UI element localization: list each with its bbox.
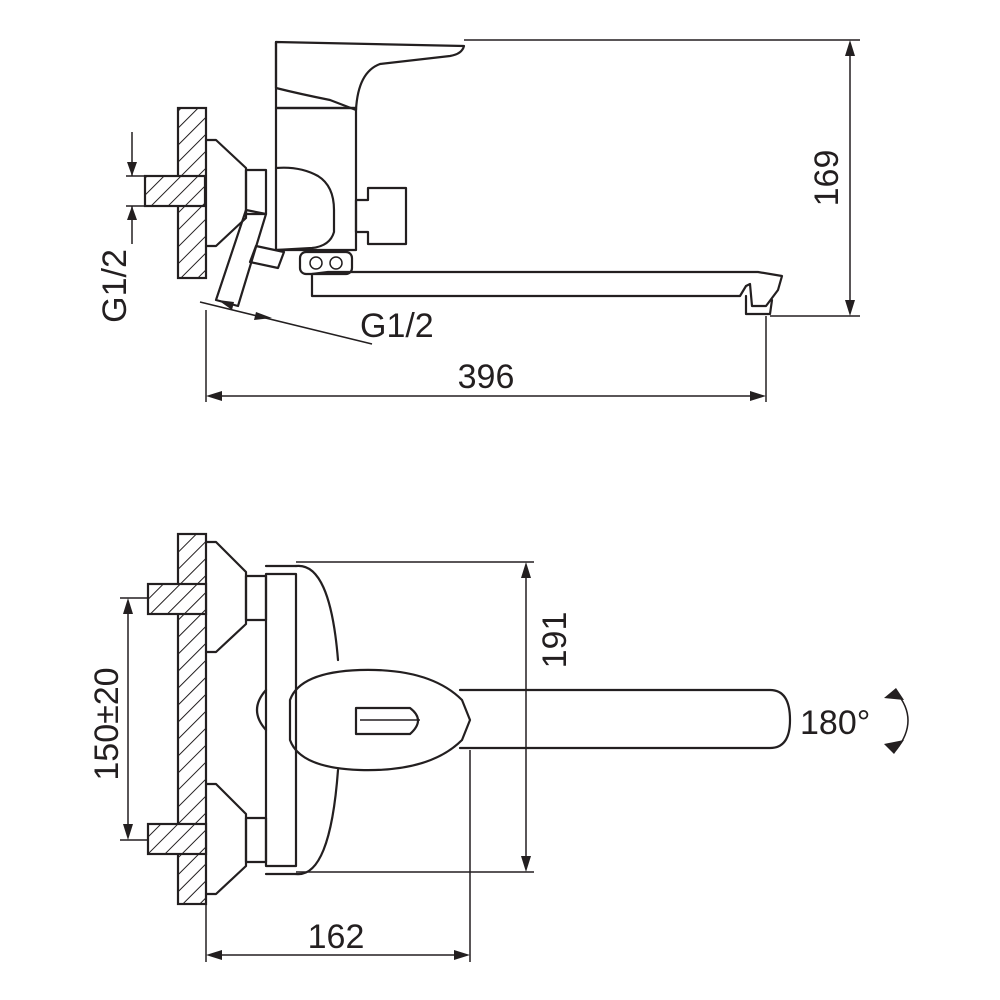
- top-mixer-body: [264, 572, 298, 868]
- thread-outlet-label: G1/2: [360, 307, 434, 345]
- side-mixer-body: [274, 106, 358, 252]
- side-body-cheek: [274, 166, 336, 252]
- side-view: 169 396 G1/2 G1/2: [96, 39, 860, 402]
- side-connector-nut: [244, 168, 268, 216]
- side-spout-collar: [298, 250, 354, 276]
- top-spout: [458, 688, 792, 750]
- dim-length-396: 396: [458, 358, 515, 396]
- top-body-outline: [294, 564, 340, 876]
- side-diverter-knob: [354, 186, 408, 246]
- top-body-wing: [255, 564, 298, 876]
- dim-depth-191: 191: [536, 612, 574, 669]
- side-aerator: [744, 294, 774, 316]
- top-escutcheon-lower: [204, 782, 248, 896]
- dim-height-169: 169: [808, 150, 846, 207]
- side-lever-cap: [274, 40, 358, 112]
- dim-width-162: 162: [308, 918, 365, 956]
- top-lever-handle: [288, 668, 472, 772]
- side-inlet-pipe: [143, 174, 207, 208]
- side-eccentric-pipe: [214, 208, 268, 308]
- top-inlet-upper: [146, 582, 208, 616]
- swivel-angle-label: 180°: [800, 704, 870, 742]
- top-escutcheon-upper: [204, 540, 248, 654]
- top-inlet-lower: [146, 822, 208, 856]
- top-nut-lower: [244, 816, 268, 864]
- top-nut-upper: [244, 574, 268, 622]
- dim-centers-150: 150±20: [88, 667, 126, 780]
- side-lever-handle: [274, 40, 466, 112]
- top-view: 191 162 150±20 180°: [88, 532, 909, 962]
- side-eccentric-nut: [248, 244, 286, 270]
- thread-inlet-label: G1/2: [96, 249, 134, 323]
- side-spout: [310, 270, 784, 308]
- top-lever-inner: [354, 706, 420, 736]
